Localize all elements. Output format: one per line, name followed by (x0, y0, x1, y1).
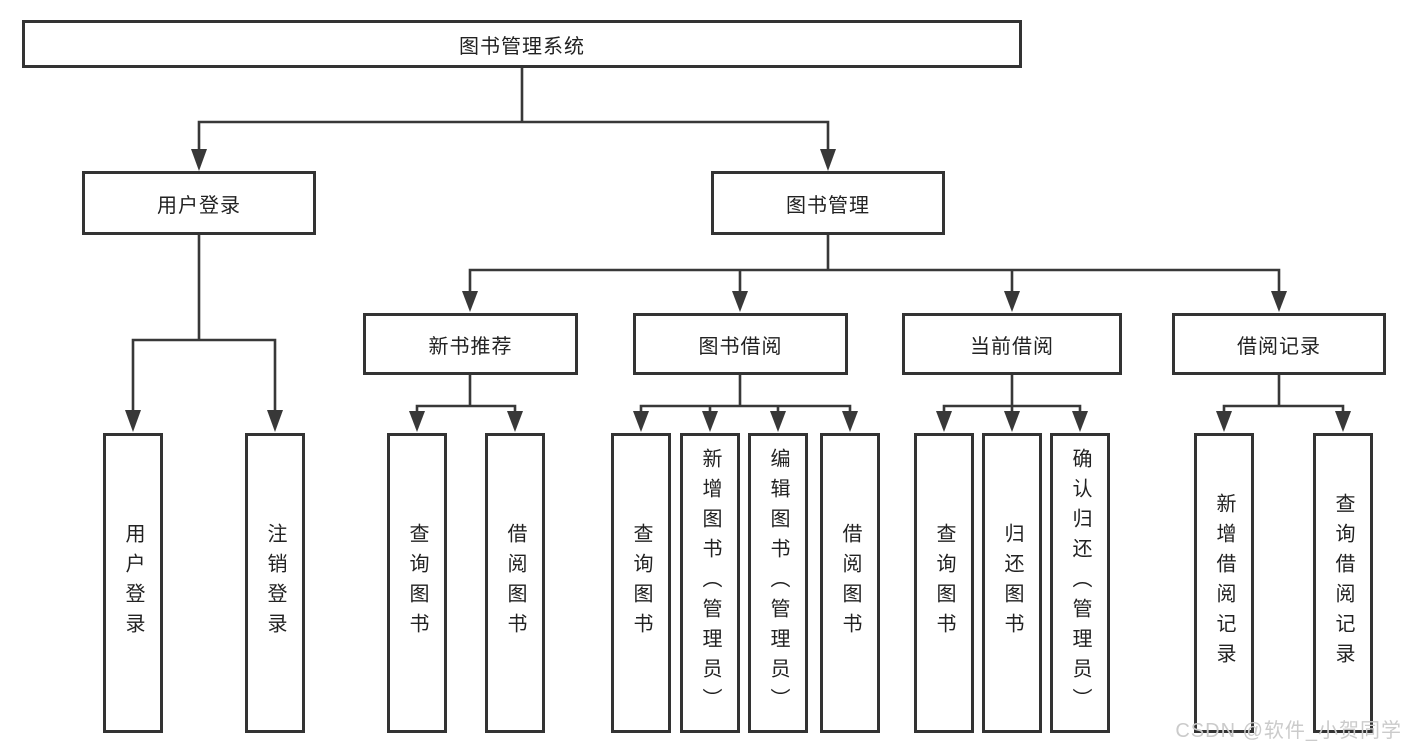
leaf-query-borrow-record: 查询借阅记录 (1313, 433, 1373, 733)
node-label: 新增借阅记录 (1213, 493, 1235, 673)
node-user-login: 用户登录 (82, 171, 316, 235)
node-label: 用户登录 (157, 194, 241, 217)
leaf-add-borrow-record: 新增借阅记录 (1194, 433, 1254, 733)
leaf-confirm-return-admin: 确认归还（管理员） (1050, 433, 1110, 733)
node-label: 确认归还（管理员） (1069, 448, 1091, 718)
leaf-edit-book-admin: 编辑图书（管理员） (748, 433, 808, 733)
node-label: 用户登录 (122, 523, 144, 643)
node-label: 新增图书（管理员） (699, 448, 721, 718)
leaf-query-books-recommend: 查询图书 (387, 433, 447, 733)
leaf-query-books-current: 查询图书 (914, 433, 974, 733)
arrow-down-icon (1271, 291, 1287, 312)
node-label: 查询借阅记录 (1332, 493, 1354, 673)
arrow-down-icon (267, 410, 283, 432)
node-book-management: 图书管理 (711, 171, 945, 235)
arrow-down-icon (409, 411, 425, 432)
arrow-down-icon (820, 149, 836, 171)
arrow-down-icon (633, 411, 649, 432)
arrow-down-icon (1216, 411, 1232, 432)
arrow-down-icon (936, 411, 952, 432)
leaf-return-book: 归还图书 (982, 433, 1042, 733)
connector-book-management-branch (462, 233, 1287, 312)
node-borrow-records: 借阅记录 (1172, 313, 1386, 375)
node-label: 图书借阅 (698, 335, 783, 358)
node-label: 借阅图书 (839, 523, 861, 643)
node-library-system: 图书管理系统 (22, 20, 1022, 68)
arrow-down-icon (191, 149, 207, 171)
leaf-logout: 注销登录 (245, 433, 305, 733)
connector-book-borrow-branch (633, 373, 858, 432)
arrow-down-icon (1004, 291, 1020, 312)
node-label: 编辑图书（管理员） (767, 448, 789, 718)
arrow-down-icon (770, 411, 786, 432)
arrow-down-icon (125, 410, 141, 432)
arrow-down-icon (1335, 411, 1351, 432)
leaf-borrow-books-recommend: 借阅图书 (485, 433, 545, 733)
csdn-watermark: CSDN @软件_小贺同学 (1175, 720, 1402, 742)
node-label: 归还图书 (1001, 523, 1023, 643)
connector-current-borrow-branch (936, 373, 1088, 432)
node-label: 借阅记录 (1237, 335, 1321, 358)
arrow-down-icon (1072, 411, 1088, 432)
arrow-down-icon (702, 411, 718, 432)
node-label: 注销登录 (264, 523, 286, 643)
node-label: 借阅图书 (504, 523, 526, 643)
connector-new-book-recommend-branch (409, 373, 523, 432)
node-label: 图书管理 (786, 194, 870, 217)
leaf-borrow-books: 借阅图书 (820, 433, 880, 733)
leaf-user-login: 用户登录 (103, 433, 163, 733)
connector-user-login-branch (125, 233, 283, 432)
leaf-add-book-admin: 新增图书（管理员） (680, 433, 740, 733)
node-label: 查询图书 (406, 523, 428, 643)
node-label: 查询图书 (933, 523, 955, 643)
node-label: 图书管理系统 (459, 35, 585, 58)
connector-root-to-level2 (191, 66, 836, 171)
arrow-down-icon (507, 411, 523, 432)
node-label: 新书推荐 (428, 335, 513, 358)
node-current-borrow: 当前借阅 (902, 313, 1122, 375)
arrow-down-icon (842, 411, 858, 432)
node-book-borrow: 图书借阅 (633, 313, 848, 375)
node-new-book-recommend: 新书推荐 (363, 313, 578, 375)
arrow-down-icon (732, 291, 748, 312)
arrow-down-icon (1004, 411, 1020, 432)
connector-borrow-records-branch (1216, 373, 1351, 432)
node-label: 查询图书 (630, 523, 652, 643)
leaf-query-books-borrow: 查询图书 (611, 433, 671, 733)
node-label: 当前借阅 (970, 335, 1054, 358)
arrow-down-icon (462, 291, 478, 312)
